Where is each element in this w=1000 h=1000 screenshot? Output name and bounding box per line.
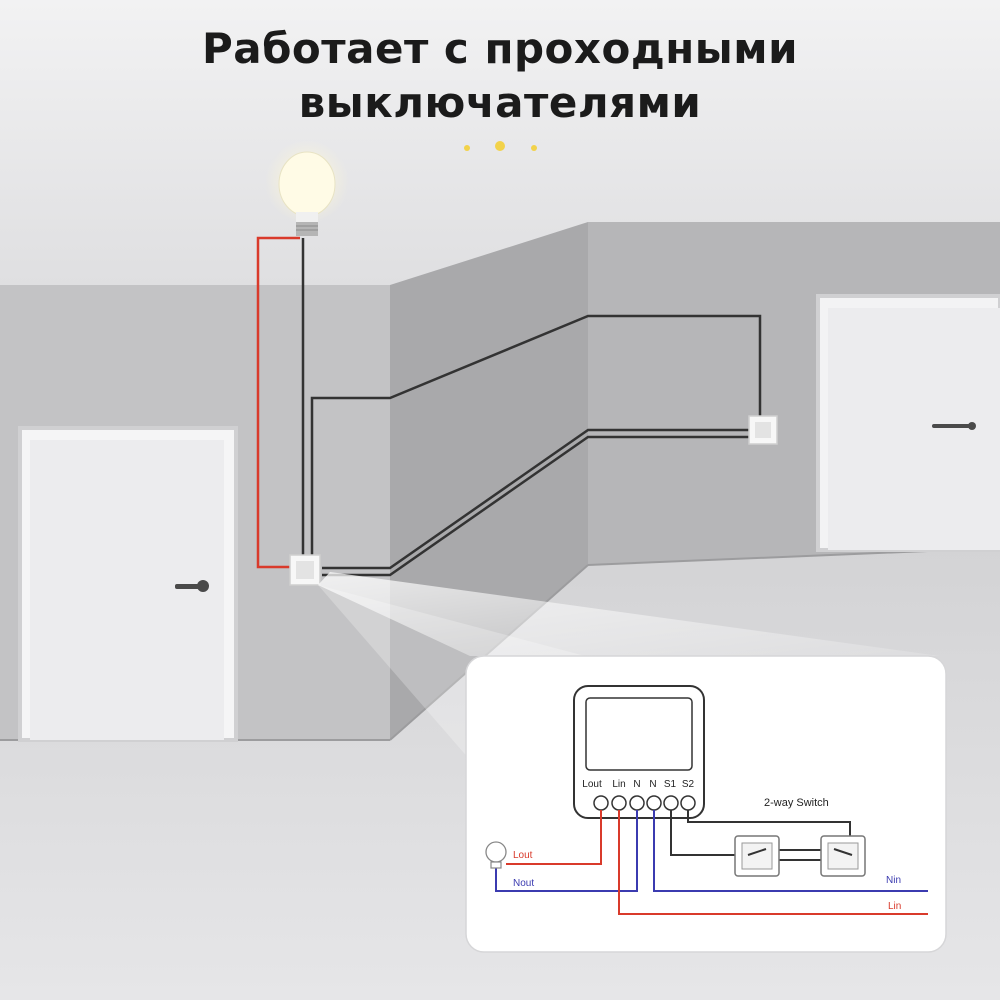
- terminal-label-s2: S2: [682, 779, 695, 790]
- zoom-beam: [318, 572, 940, 656]
- two-way-switch-2: [820, 835, 866, 877]
- terminal-label-lin: Lin: [612, 779, 625, 790]
- terminal-label-n1: N: [633, 779, 640, 790]
- terminal-label-s1: S1: [664, 779, 677, 790]
- two-way-switch-1: [734, 835, 780, 877]
- headline-line-1: Работает с проходными: [201, 24, 799, 73]
- terminal-label-n2: N: [649, 779, 656, 790]
- wall-switch-left: [289, 554, 321, 586]
- wall-wires: [256, 236, 762, 577]
- door-handle-icon: [175, 580, 209, 592]
- left-door: [18, 426, 238, 742]
- wiring-diagram-card: Lout Lin N N S1 S2: [465, 655, 947, 953]
- wire-label-lout: Lout: [513, 850, 533, 861]
- headline-line-2: выключателями: [298, 78, 702, 127]
- wire-label-nin: Nin: [886, 875, 901, 886]
- light-bulb-icon: [485, 841, 507, 869]
- two-way-switch-label: 2-way Switch: [764, 797, 829, 809]
- wall-switch-right: [748, 415, 778, 445]
- wire-label-nout: Nout: [513, 878, 534, 889]
- door-handle-icon: [932, 422, 976, 430]
- relay-module: Lout Lin N N S1 S2: [573, 685, 705, 819]
- sparkle-dots: [464, 141, 537, 151]
- light-bulb-icon: [265, 140, 349, 236]
- wire-label-lin: Lin: [888, 901, 901, 912]
- right-door: [816, 294, 1000, 552]
- terminal-label-lout: Lout: [582, 779, 602, 790]
- headline: Работает с проходными выключателями: [0, 22, 1000, 130]
